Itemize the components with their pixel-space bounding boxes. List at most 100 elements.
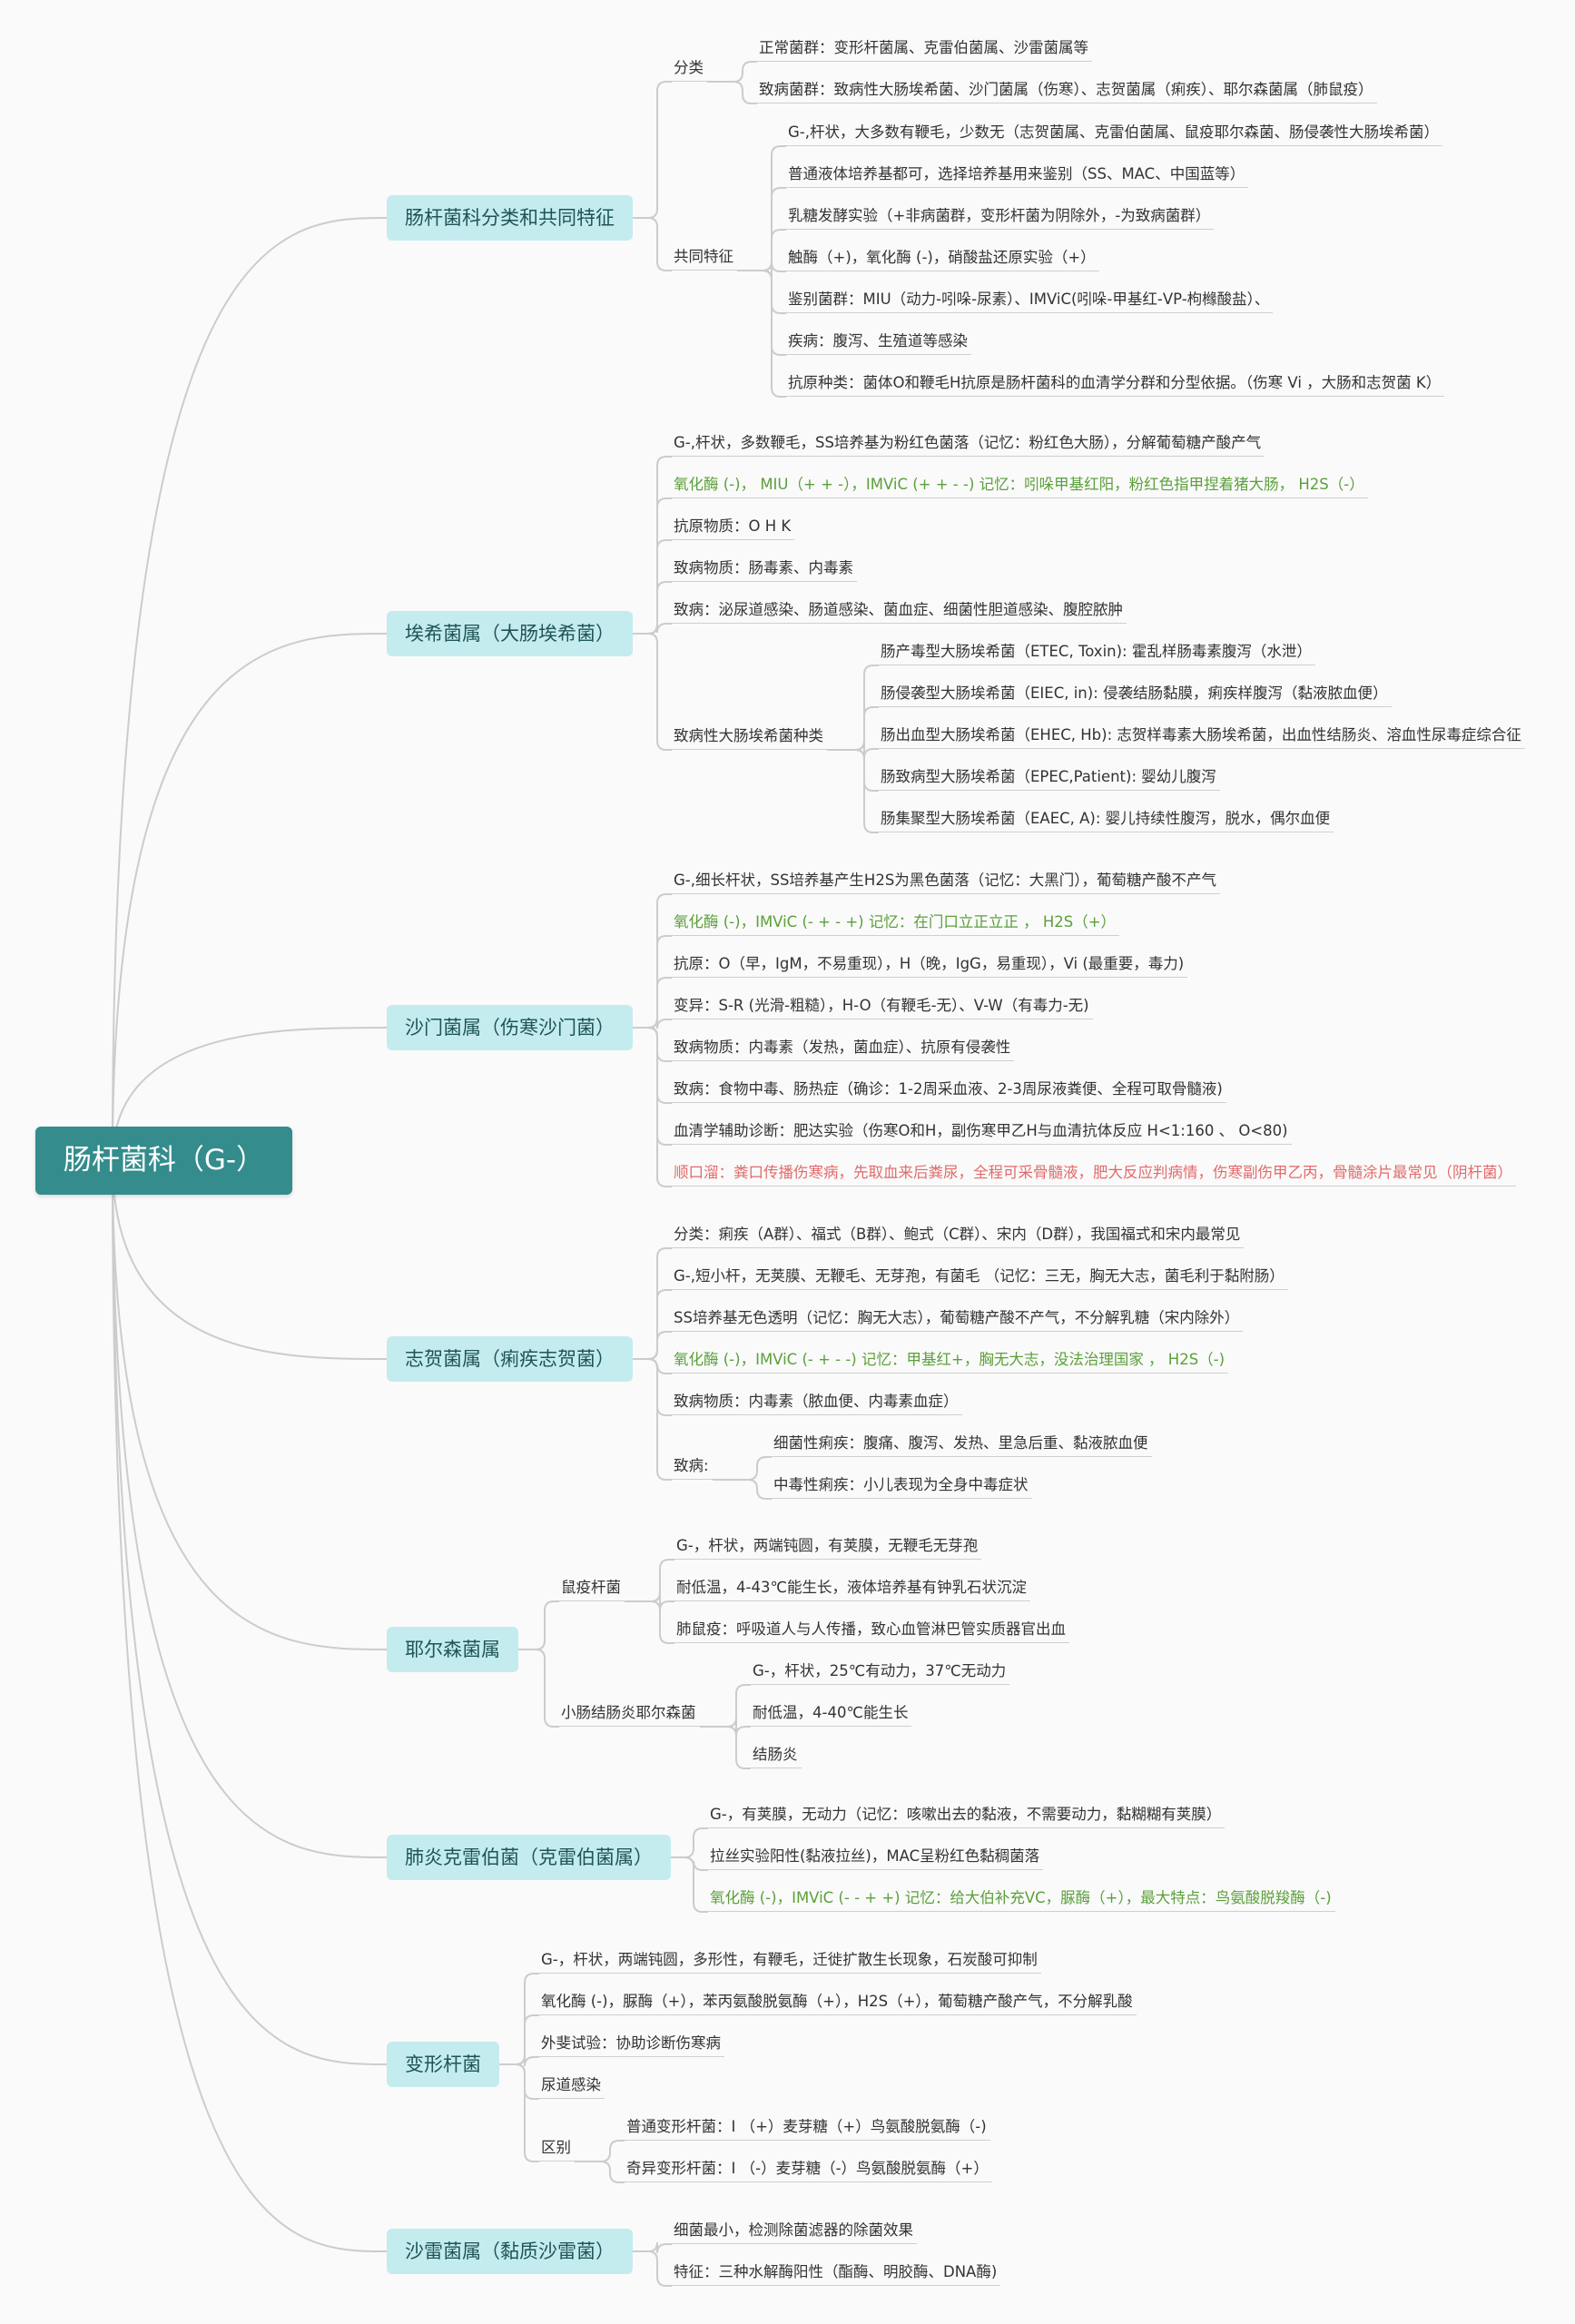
connector-line xyxy=(633,893,672,1029)
leaf-item[interactable]: 抗原种类：菌体O和鞭毛H抗原是肠杆菌科的血清学分群和分型依据。（伤寒 Vi ，大… xyxy=(786,373,1445,397)
connector-line xyxy=(633,2250,672,2287)
leaf-item[interactable]: 肠出血型大肠埃希菌（EHEC, Hb): 志贺样毒素大肠埃希菌，出血性结肠炎、溶… xyxy=(879,725,1525,749)
leaf-item[interactable]: 正常菌群：变形杆菌属、克雷伯菌属、沙雷菌属等 xyxy=(757,38,1092,62)
leaf-item[interactable]: 肠致病型大肠埃希菌（EPEC,Patient): 婴幼儿腹泻 xyxy=(879,767,1220,791)
branch-serratia[interactable]: 沙雷菌属（黏质沙雷菌） xyxy=(387,2229,633,2274)
leaf-item[interactable]: 细菌性痢疾：腹痛、腹泻、发热、里急后重、黏液脓血便 xyxy=(772,1433,1152,1457)
leaf-item[interactable]: 氧化酶 (-)，IMViC (- + - -) 记忆：甲基红+，胸无大志，没法治… xyxy=(672,1350,1229,1374)
leaf-item[interactable]: 乳糖发酵实验（+非病菌群，变形杆菌为阴除外，-为致病菌群） xyxy=(786,206,1215,230)
leaf-item[interactable]: 致病菌群：致病性大肠埃希菌、沙门菌属（伤寒）、志贺菌属（痢疾）、耶尔森菌属（肺鼠… xyxy=(757,80,1377,103)
connector-line xyxy=(111,217,388,1161)
connector-line xyxy=(633,1358,672,1374)
leaf-item[interactable]: 顺口溜：粪口传播伤寒病，先取血来后粪尿，全程可采骨髓液，肥大反应判病情，伤寒副伤… xyxy=(672,1163,1516,1187)
leaf-item[interactable]: 触酶（+)，氧化酶 (-)，硝酸盐还原实验（+） xyxy=(786,248,1099,271)
leaf-item[interactable]: 致病：食物中毒、肠热症（确诊：1-2周采血液、2-3周尿液粪便、全程可取骨髓液) xyxy=(672,1079,1226,1103)
branch-escherichia[interactable]: 埃希菌属（大肠埃希菌） xyxy=(387,611,633,656)
branch-proteus[interactable]: 变形杆菌 xyxy=(387,2042,499,2087)
connector-line xyxy=(633,1247,672,1360)
leaf-item[interactable]: 变异：S-R (光滑-粗糙），H-O（有鞭毛-无）、V-W（有毒力-无) xyxy=(672,996,1093,1019)
connector-line xyxy=(633,1289,672,1360)
root-node[interactable]: 肠杆菌科（G-） xyxy=(35,1127,292,1195)
group-label[interactable]: 分类 xyxy=(672,58,707,82)
leaf-item[interactable]: 外斐试验：协助诊断伤寒病 xyxy=(539,2034,724,2057)
leaf-item[interactable]: 鉴别菌群：MIU（动力-吲哚-尿素）、IMViC(吲哚-甲基红-VP-枸橼酸盐）… xyxy=(786,290,1274,313)
leaf-item[interactable]: 耐低温，4-43℃能生长，液体培养基有钟乳石状沉淀 xyxy=(674,1578,1030,1601)
leaf-item[interactable]: G-,细长杆状，SS培养基产生H2S为黑色菌落（记忆：大黑门），葡萄糖产酸不产气 xyxy=(672,871,1221,894)
leaf-item[interactable]: 奇异变形杆菌：I （-）麦芽糖（-）鸟氨酸脱氨酶（+） xyxy=(625,2159,992,2182)
leaf-item[interactable]: 细菌最小，检测除菌滤器的除菌效果 xyxy=(672,2221,917,2244)
leaf-item[interactable]: 普通变形杆菌：I （+）麦芽糖（+）鸟氨酸脱氨酶（-) xyxy=(625,2117,990,2141)
group-label[interactable]: 区别 xyxy=(539,2138,575,2162)
leaf-item[interactable]: 结肠炎 xyxy=(751,1745,802,1768)
connector-line xyxy=(111,1160,388,1650)
group-label[interactable]: 致病: xyxy=(672,1456,713,1480)
leaf-item[interactable]: 氧化酶 (-)，脲酶（+），苯丙氨酸脱氨酶（+），H2S（+），葡萄糖产酸产气，… xyxy=(539,1992,1137,2015)
connector-line xyxy=(111,1160,388,2252)
connector-line xyxy=(737,145,786,271)
leaf-item[interactable]: 肺鼠疫：呼吸道人与人传播，致心血管淋巴管实质器官出血 xyxy=(674,1620,1069,1643)
connector-line xyxy=(713,1456,772,1481)
branch-classification[interactable]: 肠杆菌科分类和共同特征 xyxy=(387,195,633,241)
leaf-item[interactable]: G-,杆状，大多数有鞭毛，少数无（志贺菌属、克雷伯菌属、鼠疫耶尔森菌、肠侵袭性大… xyxy=(786,123,1442,146)
connector-line xyxy=(633,1331,672,1360)
connector-line xyxy=(633,217,672,271)
connector-line xyxy=(827,749,879,833)
branch-klebsiella[interactable]: 肺炎克雷伯菌（克雷伯菌属） xyxy=(387,1835,671,1880)
connector-line xyxy=(633,633,672,751)
connector-line xyxy=(671,1827,708,1858)
leaf-item[interactable]: 抗原：O（早，IgM，不易重现），H（晚，IgG，易重现），Vi (最重要，毒力… xyxy=(672,954,1188,978)
leaf-item[interactable]: G-，杆状，25℃有动力，37℃无动力 xyxy=(751,1661,1010,1685)
connector-line xyxy=(827,706,879,751)
connector-line xyxy=(707,81,757,104)
connector-line xyxy=(633,2241,672,2254)
leaf-item[interactable]: 氧化酶 (-)，IMViC (- - + +) 记忆：给大伯补充VC，脲酶（+）… xyxy=(708,1888,1335,1912)
leaf-item[interactable]: 致病：泌尿道感染、肠道感染、菌血症、细菌性胆道感染、腹腔脓肿 xyxy=(672,600,1127,624)
leaf-item[interactable]: 肠产毒型大肠埃希菌（ETEC, Toxin): 霍乱样肠毒素腹泻（水泄） xyxy=(879,642,1315,665)
connector-line xyxy=(827,740,879,759)
group-label[interactable]: 致病性大肠埃希菌种类 xyxy=(672,726,827,750)
leaf-item[interactable]: G-,杆状，多数鞭毛，SS培养基为粉红色菌落（记忆：粉红色大肠），分解葡萄糖产酸… xyxy=(672,433,1265,457)
leaf-item[interactable]: 致病物质：内毒素（脓血便、内毒素血症） xyxy=(672,1392,962,1415)
leaf-item[interactable]: SS培养基无色透明（记忆：胸无大志），葡萄糖产酸不产气，不分解乳糖（宋内除外） xyxy=(672,1308,1244,1332)
connector-line xyxy=(518,1600,559,1650)
branch-yersinia[interactable]: 耶尔森菌属 xyxy=(387,1627,518,1672)
leaf-item[interactable]: 氧化酶 (-)， MIU（+ + -），IMViC (+ + - -) 记忆：吲… xyxy=(672,475,1368,498)
connector-line xyxy=(111,1160,388,1858)
leaf-item[interactable]: 尿道感染 xyxy=(539,2075,605,2099)
leaf-item[interactable]: 致病物质：肠毒素、内毒素 xyxy=(672,558,857,582)
connector-line xyxy=(713,1479,772,1500)
connector-line xyxy=(633,1358,672,1481)
leaf-item[interactable]: G-，杆状，两端钝圆，有荚膜，无鞭毛无芽孢 xyxy=(674,1536,982,1560)
leaf-item[interactable]: 肠集聚型大肠埃希菌（EAEC, A): 婴儿持续性腹泻，脱水，偶尔血便 xyxy=(879,809,1334,832)
branch-salmonella[interactable]: 沙门菌属（伤寒沙门菌） xyxy=(387,1005,633,1050)
leaf-item[interactable]: 特征：三种水解酶阳性（酯酶、明胶酶、DNA酶) xyxy=(672,2262,1001,2286)
leaf-item[interactable]: 分类：痢疾（A群）、福式（B群）、鲍式（C群）、宋内（D群），我国福式和宋内最常… xyxy=(672,1225,1245,1248)
leaf-item[interactable]: 耐低温，4-40℃能生长 xyxy=(751,1703,912,1727)
leaf-item[interactable]: G-，杆状，两端钝圆，多形性，有鞭毛，迁徙扩散生长现象，石炭酸可抑制 xyxy=(539,1950,1041,1974)
leaf-item[interactable]: 血清学辅助诊断：肥达实验（伤寒O和H，副伤寒甲乙H与血清抗体反应 H<1:160… xyxy=(672,1121,1292,1145)
leaf-item[interactable]: 拉丝实验阳性(黏液拉丝)，MAC呈粉红色黏稠菌落 xyxy=(708,1846,1044,1870)
leaf-item[interactable]: 致病物质：内毒素（发热，菌血症）、抗原有侵袭性 xyxy=(672,1038,1015,1061)
connector-line xyxy=(633,539,672,635)
connector-line xyxy=(633,456,672,635)
connector-line xyxy=(633,1027,672,1187)
leaf-item[interactable]: 疾病：腹泻、生殖道等感染 xyxy=(786,331,971,355)
connector-line xyxy=(111,633,388,1161)
leaf-item[interactable]: 普通液体培养基都可，选择培养基用来鉴别（SS、MAC、中国蓝等） xyxy=(786,164,1249,188)
connector-line xyxy=(671,1856,708,1913)
group-label[interactable]: 共同特征 xyxy=(672,247,737,271)
leaf-item[interactable]: 中毒性痢疾：小儿表现为全身中毒症状 xyxy=(772,1475,1032,1499)
leaf-item[interactable]: 氧化酶 (-)，IMViC (- + - +) 记忆：在门口立正立正 ， H2S… xyxy=(672,912,1120,936)
leaf-item[interactable]: G-，有荚膜，无动力（记忆：咳嗽出去的黏液，不需要动力，黏糊糊有荚膜） xyxy=(708,1805,1226,1828)
group-label[interactable]: 鼠疫杆菌 xyxy=(559,1578,625,1601)
group-label[interactable]: 小肠结肠炎耶尔森菌 xyxy=(559,1703,700,1727)
leaf-item[interactable]: 肠侵袭型大肠埃希菌（EIEC, in): 侵袭结肠黏膜，痢疾样腹泻（黏液脓血便） xyxy=(879,684,1392,707)
connector-line xyxy=(575,2140,625,2162)
connector-line xyxy=(499,2063,539,2162)
branch-shigella[interactable]: 志贺菌属（痢疾志贺菌） xyxy=(387,1336,633,1382)
leaf-item[interactable]: 抗原物质：O H K xyxy=(672,517,795,540)
leaf-item[interactable]: G-,短小杆，无荚膜、无鞭毛、无芽孢，有菌毛 （记忆：三无，胸无大志，菌毛利于黏… xyxy=(672,1266,1288,1290)
connector-line xyxy=(625,1559,674,1602)
connector-line xyxy=(575,2161,625,2183)
